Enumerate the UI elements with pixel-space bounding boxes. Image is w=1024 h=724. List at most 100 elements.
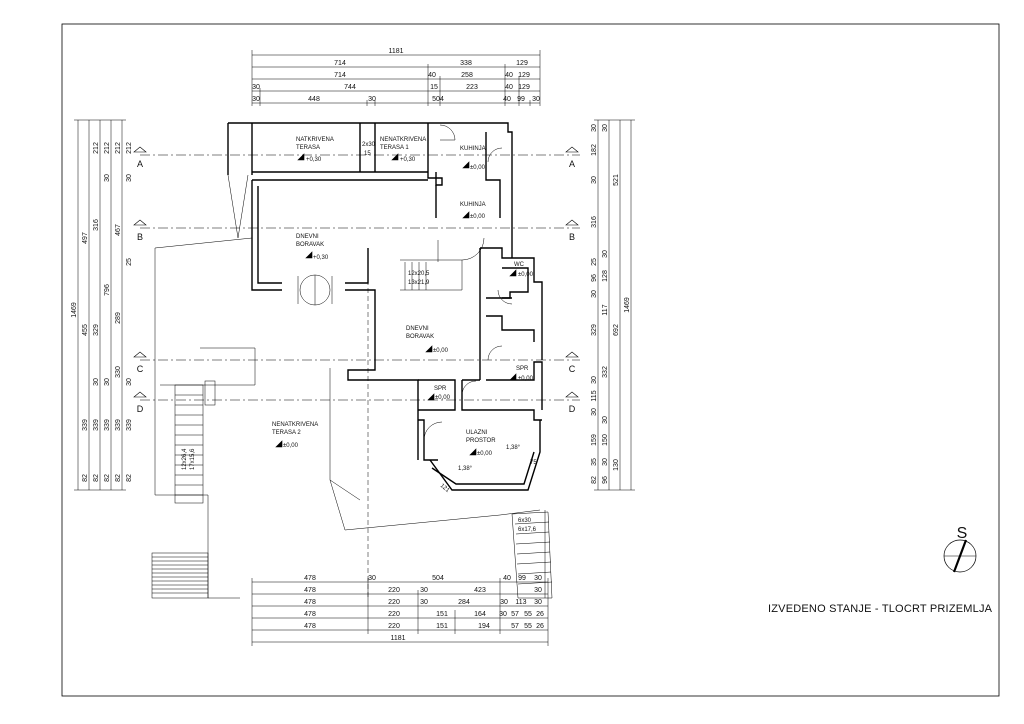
- dim-bot-r3-c: 30: [420, 599, 428, 606]
- dim-left-total: 1469: [71, 302, 78, 318]
- dim-left-c3-c: 796: [104, 284, 111, 296]
- room-natkrivena-terasa-level: +0,30: [306, 157, 322, 163]
- dim-bot-r3-f: 113: [515, 599, 526, 606]
- dim-left-c1-c: 339: [82, 419, 89, 431]
- dim-top-r2-c: 258: [461, 72, 473, 79]
- dim-bot-r2-e: 30: [534, 587, 542, 594]
- dim-bot-r2-b: 220: [388, 587, 400, 594]
- dim-top-r4-g: 30: [532, 96, 540, 103]
- misc-angle-2: 1,38°: [506, 445, 521, 451]
- dim-top-r4-c: 30: [368, 96, 376, 103]
- dim-top-r2-d: 40: [505, 72, 513, 79]
- misc-d121: 121: [439, 483, 451, 494]
- dim-bot-r1-c: 504: [432, 575, 444, 582]
- room-dnevni-boravak-2-level: ±0,00: [433, 348, 449, 354]
- dim-bot-r3-e: 30: [500, 599, 508, 606]
- dim-right-c1-5: 96: [591, 274, 598, 282]
- dim-top-r3-d: 223: [466, 84, 478, 91]
- dim-right-c1-12: 35: [591, 458, 598, 466]
- misc-ext-stair-1: 6x30: [518, 518, 532, 524]
- room-kuhinja-mid-name: KUHINJA: [460, 202, 486, 208]
- dim-top-r3-c: 15: [430, 84, 438, 91]
- dim-bot-r5-b: 220: [388, 623, 400, 630]
- left-exterior-stair: [174, 380, 216, 504]
- dim-right-c1-3: 316: [591, 216, 598, 228]
- right-dimension-lines: [594, 119, 635, 491]
- top-dimension-lines: [251, 50, 541, 106]
- orientation-symbol: S: [943, 525, 977, 573]
- dim-left-c2-e: 339: [93, 419, 100, 431]
- bottom-dimension-texts: 478 30 504 40 99 30 478 220 30 423 30 47…: [304, 575, 544, 642]
- axis-label-c-left: C: [137, 364, 144, 374]
- dim-left-c4-f: 82: [115, 474, 122, 482]
- misc-d75: 75: [530, 460, 537, 466]
- dim-right-c1-11: 159: [591, 434, 598, 446]
- top-dimension-texts: 1181 714 338 129 714 40 258 40 129 30 74…: [252, 48, 540, 103]
- room-wc-level: ±0,00: [518, 272, 534, 278]
- room-natkrivena-terasa-name1: NATKRIVENA: [296, 137, 334, 143]
- dim-left-c3-a: 212: [104, 142, 111, 154]
- dim-bot-r5-f: 55: [524, 623, 532, 630]
- dim-left-c2-c: 329: [93, 324, 100, 336]
- dim-right-c1-2: 30: [591, 176, 598, 184]
- stair-label-1: 12x20,5: [408, 271, 430, 277]
- dim-top-r1-c: 129: [516, 60, 528, 67]
- dim-bot-r2-d: 423: [474, 587, 486, 594]
- dim-right-c3-0: 692: [613, 324, 620, 336]
- axis-label-a-right: A: [569, 159, 575, 169]
- dim-bot-r1-f: 30: [534, 575, 542, 582]
- dim-right-c1-1: 182: [591, 144, 598, 156]
- dim-left-c2-a: 212: [93, 142, 100, 154]
- dim-bot-r5-d: 194: [478, 623, 490, 630]
- axis-labels: A B C D A B C D: [137, 159, 576, 414]
- dim-top-r4-b: 448: [308, 96, 320, 103]
- left-dimension-texts: 1469 497 455 339 82 212 316 329 30 339 8…: [71, 142, 133, 482]
- dim-top-r4-a: 30: [252, 96, 260, 103]
- misc-opening-label-2: 15: [364, 151, 371, 157]
- dim-right-c3-1: 130: [613, 459, 620, 471]
- misc-left-stair-1: 12x26,4: [182, 448, 188, 470]
- dim-top-r4-f: 99: [517, 96, 525, 103]
- dim-left-c5-f: 82: [126, 474, 133, 482]
- axis-markers: [133, 146, 579, 398]
- dim-left-c1-d: 82: [82, 474, 89, 482]
- room-wc-name: WC: [514, 262, 525, 268]
- axis-label-a-left: A: [137, 159, 143, 169]
- room-ulazni-prostor-name1: ULAZNI: [466, 430, 488, 436]
- sheet-frame: [61, 23, 1000, 697]
- dim-bot-r3-a: 478: [304, 599, 316, 606]
- dim-bot-r3-b: 220: [388, 599, 400, 606]
- dim-bot-r5-a: 478: [304, 623, 316, 630]
- bottom-left-stair: [151, 552, 209, 599]
- axis-label-b-left: B: [137, 232, 143, 242]
- dim-right-c2-8: 30: [602, 458, 609, 466]
- room-nenatkrivena-terasa-2-level: ±0,00: [283, 443, 299, 449]
- misc-angle-1: 1,38°: [458, 466, 473, 472]
- room-dnevni-boravak-2-name2: BORAVAK: [406, 334, 434, 340]
- room-dnevni-boravak-1-name1: DNEVNI: [296, 234, 319, 240]
- room-ulazni-prostor-level: ±0,00: [477, 451, 493, 457]
- dim-left-c5-a: 212: [126, 142, 133, 154]
- room-dnevni-boravak-1-name2: BORAVAK: [296, 242, 324, 248]
- dim-bot-r1-b: 30: [368, 575, 376, 582]
- dim-right-c1-0: 30: [591, 124, 598, 132]
- dim-bot-r1-e: 99: [518, 575, 526, 582]
- axis-lines: [140, 154, 580, 401]
- stair-label-2: 13x21,9: [408, 280, 430, 286]
- dim-left-c2-d: 30: [93, 378, 100, 386]
- dim-right-c1-13: 82: [591, 476, 598, 484]
- dim-right-c4-0: 1469: [624, 297, 631, 313]
- axis-label-c-right: C: [569, 364, 576, 374]
- dim-right-c2-0: 30: [602, 124, 609, 132]
- dim-left-c3-d: 30: [104, 378, 111, 386]
- dim-right-c2-7: 150: [602, 434, 609, 446]
- dim-left-c3-b: 30: [104, 174, 111, 182]
- dim-top-r2-e: 129: [518, 72, 530, 79]
- orientation-letter: S: [957, 525, 968, 542]
- room-nenatkrivena-terasa-1-name2: TERASA 1: [380, 145, 409, 151]
- dim-right-c2-3: 128: [602, 270, 609, 282]
- dim-top-r3-f: 129: [518, 84, 530, 91]
- dim-left-c4-a: 212: [115, 142, 122, 154]
- room-dnevni-boravak-1-level: +0,30: [313, 255, 329, 261]
